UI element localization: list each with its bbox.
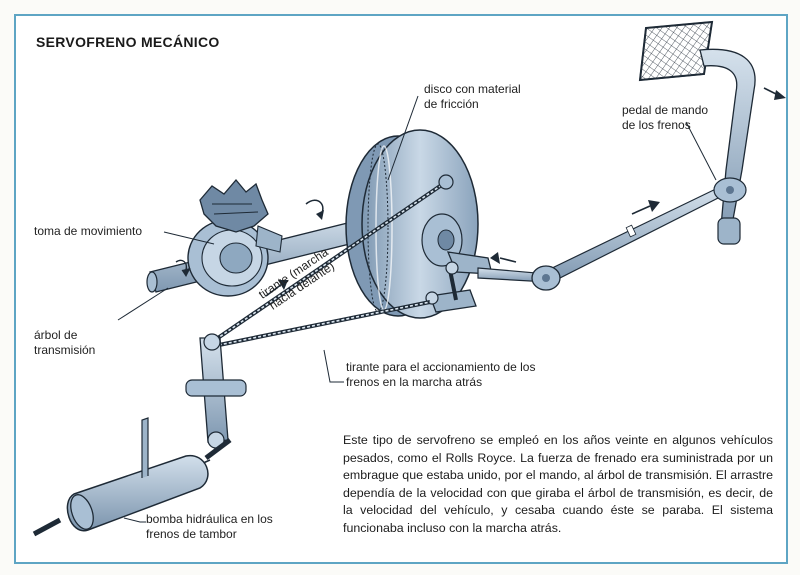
tie-rod-direction-arrows [265,200,660,297]
label-friction-disc: disco con material de fricción [424,82,521,112]
brake-pedal [638,20,786,245]
label-brake-pedal: pedal de mando de los frenos [622,103,708,133]
reverse-tie-rod [213,300,431,348]
pedal-linkage-rod [477,185,727,291]
label-line: frenos de tambor [146,527,237,541]
diagram-title: SERVOFRENO MECÁNICO [36,34,220,50]
label-line: tirante para el accionamiento de los [346,360,536,374]
label-line: de fricción [424,97,479,111]
label-line: transmisión [34,343,96,357]
label-hydraulic-pump: bomba hidráulica en los frenos de tambor [146,512,273,542]
shaft-rotation-arrow [305,199,324,220]
label-line: frenos en la marcha atrás [346,375,483,389]
description-paragraph: Este tipo de servofreno se empleó en los… [343,433,773,535]
hydraulic-pump [32,417,209,537]
forward-tie-rod [210,174,454,344]
friction-disc [345,129,479,319]
label-line: bomba hidráulica en los [146,512,273,526]
label-line: de los frenos [622,118,691,132]
label-transmission-shaft: árbol de transmisión [34,328,95,358]
bellcrank-linkage [185,333,247,472]
label-reverse-tie-rod: tirante para el accionamiento de los fre… [346,360,535,390]
power-take-off-gear [175,178,283,297]
label-power-take-off: toma de movimiento [34,224,143,238]
leader-lines [117,95,717,523]
label-line: árbol de [34,328,78,342]
label-line: pedal de mando [622,103,709,117]
label-line: disco con material [424,82,521,96]
